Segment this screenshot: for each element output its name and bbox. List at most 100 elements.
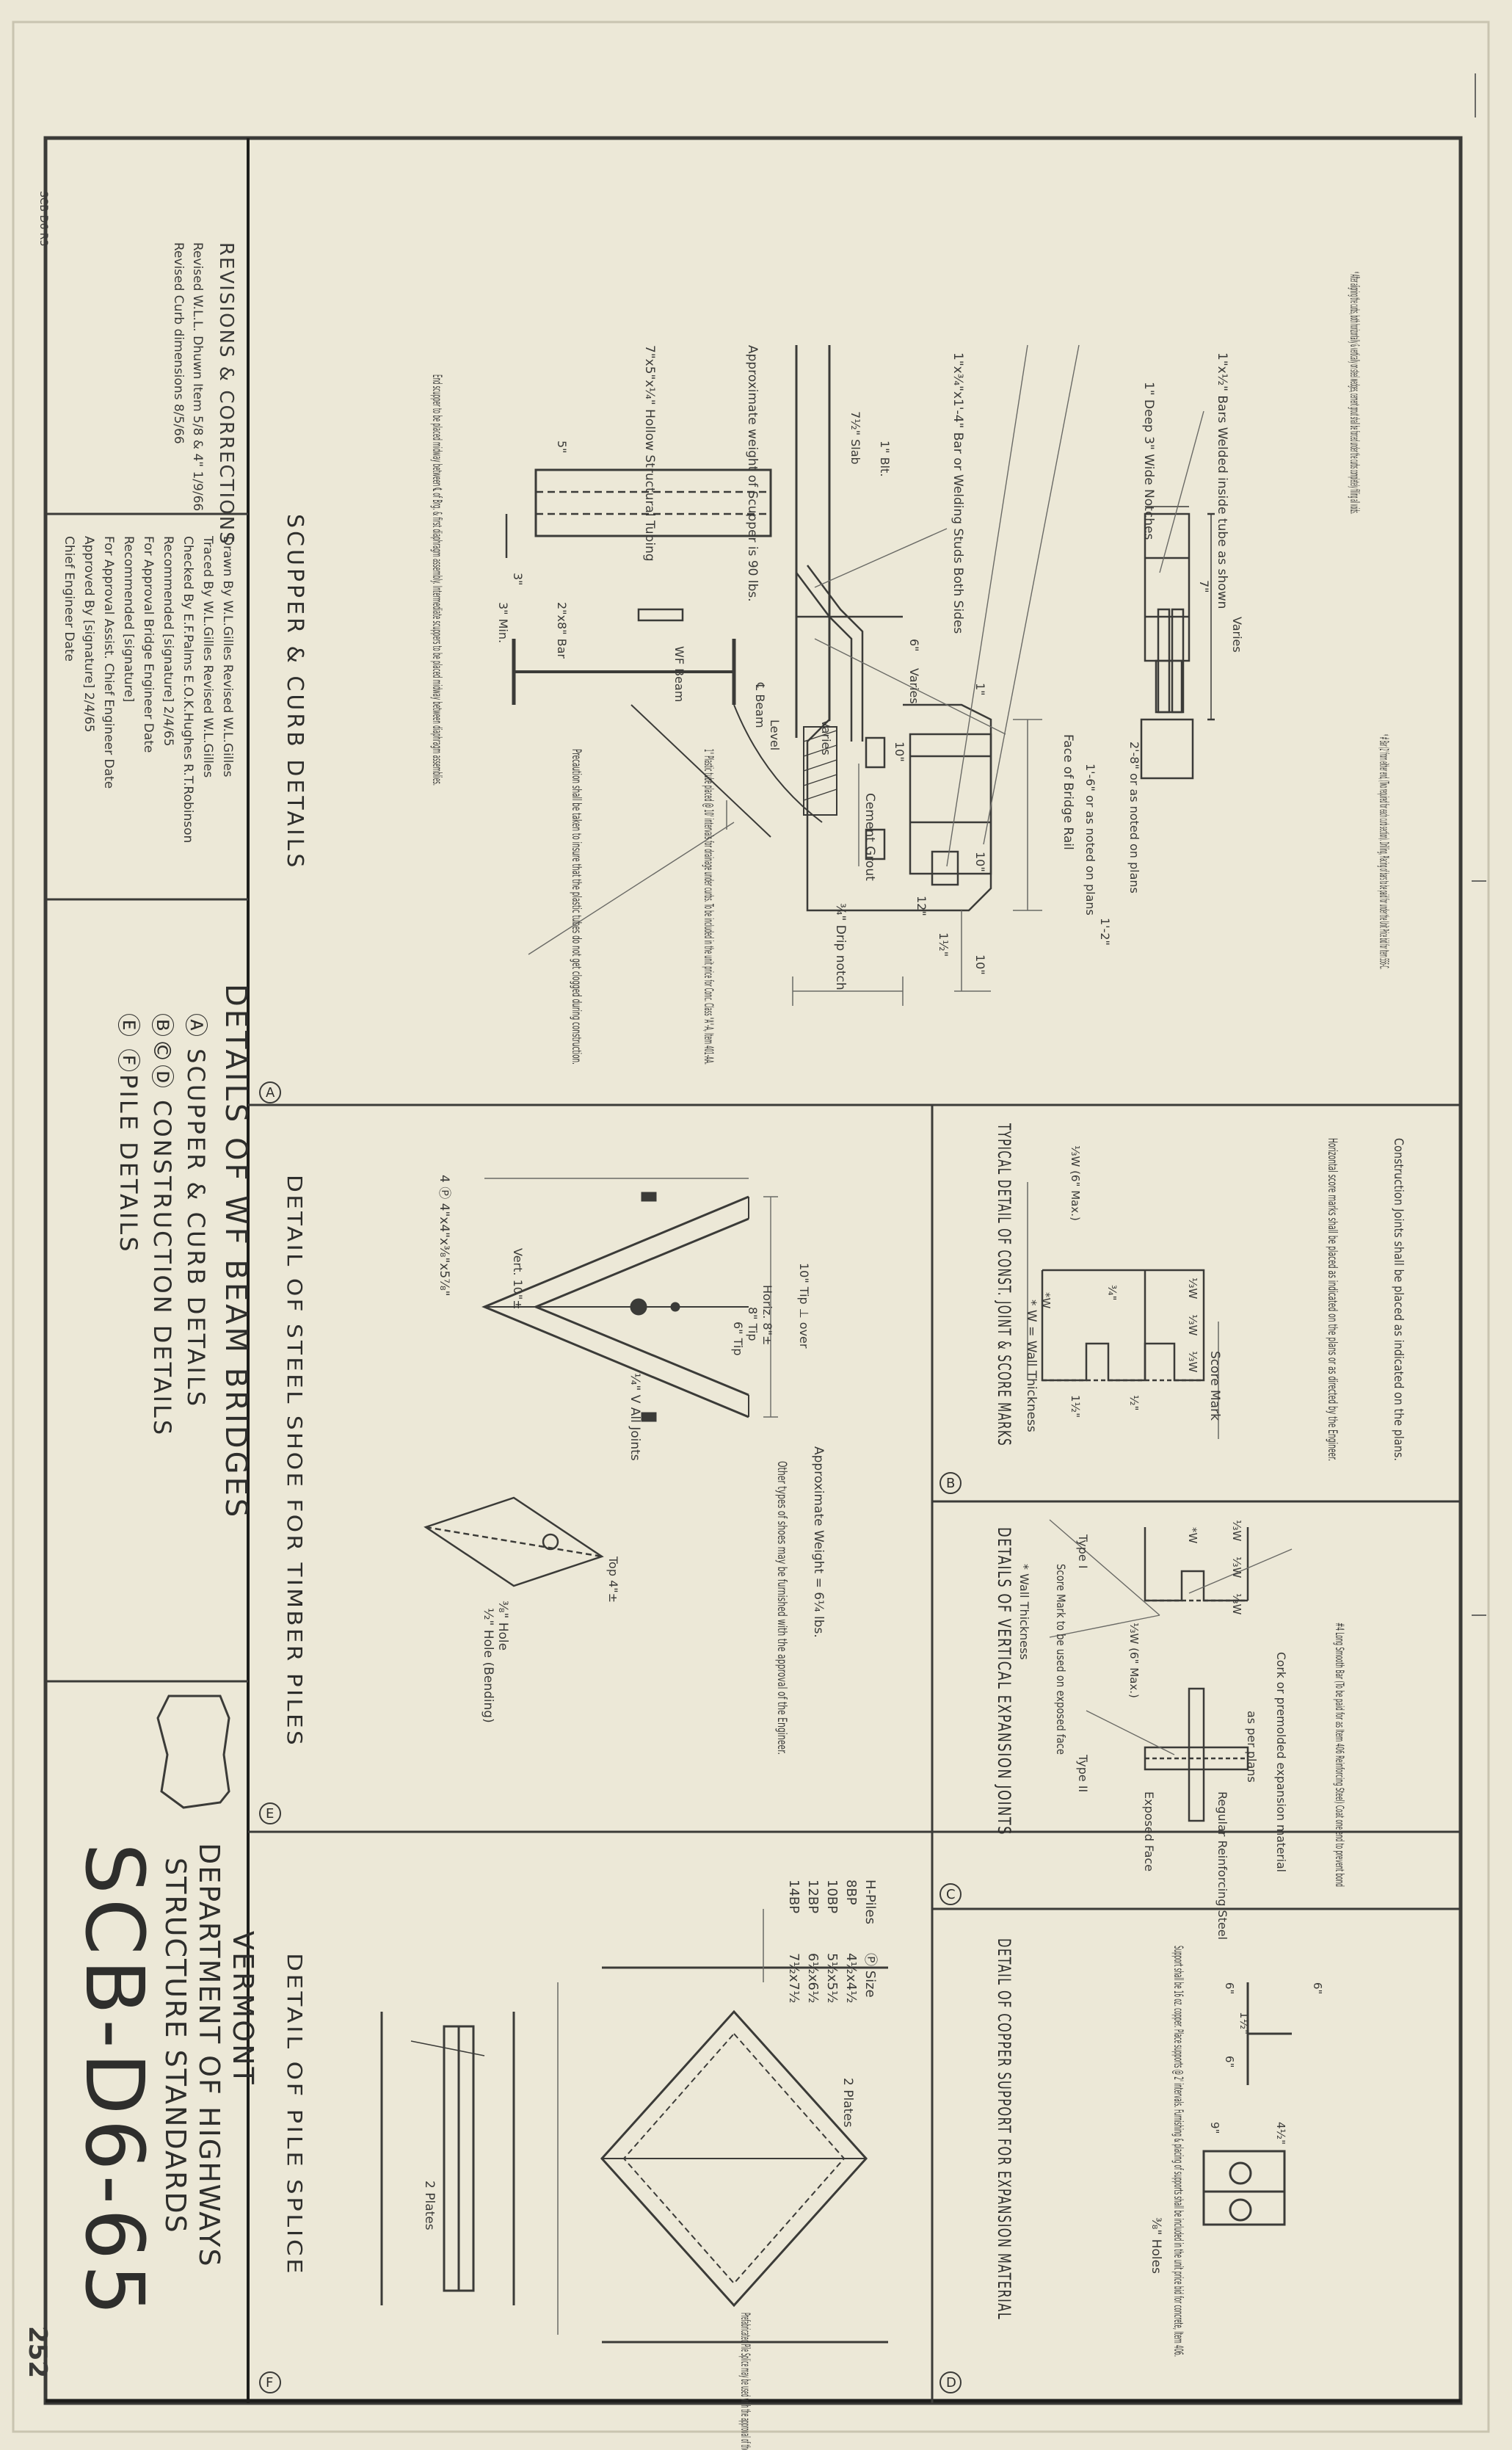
- precaution-note: Precaution shall be taken to insure that…: [569, 749, 584, 1065]
- agency-division: STRUCTURE STANDARDS: [159, 1858, 192, 2234]
- dim-label: ⅓W (6" Max.): [1127, 1623, 1141, 1698]
- dim-label: 6": [1223, 1982, 1236, 1994]
- end-scupper-note: End scupper to be placed midway between …: [429, 374, 444, 786]
- contents-line: Ⓐ SCUPPER & CURB DETAILS: [182, 1013, 210, 1408]
- dim-label: 10": [893, 742, 906, 762]
- panel-b-caption: TYPICAL DETAIL OF CONST. JOINT & SCORE M…: [994, 1123, 1014, 1446]
- agency-block: VERMONT DEPARTMENT OF HIGHWAYS STRUCTURE…: [159, 1843, 259, 2268]
- dim-label: 1" Blt.: [878, 441, 892, 476]
- vermont-outline-icon: [156, 1695, 230, 1809]
- pile-splice-elevation: [600, 1966, 888, 2344]
- curb-note-welding-studs: 1"x¾"x1'-4" Bar or Welding Studs Both Si…: [951, 352, 965, 634]
- splice-table-cell: 7½x7½: [786, 1953, 802, 2003]
- tubing-note: 7"x5"x¼" Hollow Structural Tubing: [642, 345, 657, 562]
- dim-label: 10": [973, 954, 987, 975]
- dim-label: 2'-8" or as noted on plans: [1127, 742, 1141, 894]
- curb-note-bars-welded: 1"x½" Bars Welded inside tube as shown: [1215, 352, 1229, 609]
- steel-shoe: [481, 1192, 749, 1422]
- dim-label: 1'-6" or as noted on plans: [1083, 764, 1097, 916]
- dim-label: WF Beam: [672, 646, 686, 702]
- dim-label: 6": [907, 639, 921, 652]
- signoff-line: For Approval Assist. Chief Engineer Date: [101, 536, 116, 789]
- splice-table-cell: 6½x6½: [805, 1953, 821, 2003]
- signoff-line: Traced By W.L.Gilles Revised W.L.Gilles: [200, 535, 215, 778]
- signoff-line: Checked By E.F.Palms E.O.K.Hughes R.T.Ro…: [181, 536, 195, 843]
- signoff-line: Approved By [signature] 2/4/65: [81, 536, 96, 733]
- panel-d: DETAIL OF COPPER SUPPORT FOR EXPANSION M…: [939, 1938, 1324, 2393]
- sheet-title-block: DETAILS OF WF BEAM BRIDGES Ⓐ SCUPPER & C…: [115, 984, 252, 1520]
- scupper-weight-note: Approximate weight of Scupper is 90 lbs.: [745, 345, 760, 602]
- panel-c-letter: C: [946, 1887, 956, 1902]
- dim-label: Horiz. 8"±: [760, 1285, 774, 1345]
- stamp-mark: SCB D6 R3: [37, 191, 49, 247]
- c-note-cork: Cork or premolded expansion material: [1274, 1652, 1288, 1872]
- revision-line: Revised Curb dimensions 8/5/66: [171, 242, 186, 444]
- panel-f: DETAIL OF PILE SPLICE F 2 Plates Prefabr…: [259, 1880, 888, 2450]
- splice-table-header: H-Piles: [862, 1880, 878, 1924]
- page-mark: 252: [23, 2326, 52, 2378]
- dim-label: 6": [1223, 2056, 1236, 2067]
- dim-label: 1'-2": [1098, 918, 1112, 946]
- dim-label: 5": [555, 441, 569, 454]
- dim-label: 9": [1208, 2122, 1221, 2134]
- panel-d-caption: DETAIL OF COPPER SUPPORT FOR EXPANSION M…: [994, 1938, 1014, 2320]
- dim-label: Varies: [1230, 617, 1244, 653]
- panel-d-letter: D: [946, 2375, 956, 2391]
- dim-label: ¾": [1105, 1285, 1119, 1300]
- splice-table-cell: 12BP: [805, 1880, 821, 1913]
- revision-line: Revised W.L.L. Dhuwn Item 5/8 & 4" 1/9/6…: [190, 242, 205, 511]
- revisions-heading: REVISIONS & CORRECTIONS: [215, 242, 237, 546]
- splice-table-cell: 10BP: [824, 1880, 840, 1913]
- sheet-title: DETAILS OF WF BEAM BRIDGES: [219, 984, 252, 1520]
- exposed-face-label: Exposed Face: [1142, 1791, 1156, 1871]
- wall-thickness-note: * W = Wall Thickness: [1024, 1300, 1039, 1432]
- curb-note-notches: 1" Deep 3" Wide Notches: [1141, 382, 1156, 540]
- dim-label: 4½": [1274, 2122, 1287, 2145]
- b-note-score: Horizontal score marks shall be placed a…: [1325, 1138, 1340, 1461]
- signoff-line: Recommended [signature]: [121, 536, 136, 702]
- dim-label: *W: [1186, 1527, 1199, 1544]
- d-note-copper: Support shall be 16 oz. copper. Place su…: [1171, 1946, 1185, 2357]
- splice-table-cell: 8BP: [843, 1880, 859, 1905]
- dim-label: 10" Tip ⊥ over: [797, 1263, 811, 1349]
- signoff-block: Drawn By W.L.Gilles Revised W.L.Gilles T…: [62, 535, 235, 843]
- dim-label: ⅓W: [1230, 1556, 1243, 1579]
- dim-label: 8" Tip: [746, 1307, 760, 1341]
- panel-a: SCUPPER & CURB DETAILS A: [259, 272, 1391, 1103]
- panel-a-caption: SCUPPER & CURB DETAILS: [282, 514, 308, 870]
- prefab-splice-note: Prefabricated Pile Splice may be used wi…: [738, 2313, 752, 2450]
- signoff-line: Recommended [signature] 2/4/65: [161, 536, 175, 747]
- dim-label: 6": [1311, 1982, 1324, 1994]
- score-mark-label: Score Mark: [1207, 1351, 1222, 1421]
- bar-drilling-note: * # Bar (2' from either end, (Two requir…: [1376, 734, 1391, 969]
- panel-c-caption: DETAILS OF VERTICAL EXPANSION JOINTS: [994, 1527, 1014, 1835]
- dim-label: ⅓W: [1230, 1520, 1243, 1542]
- dim-label: Varies: [907, 668, 921, 704]
- dim-label: ⅓W (6" Max.): [1069, 1145, 1082, 1221]
- c-score-note: Score Mark to be used on exposed face: [1054, 1564, 1068, 1755]
- reinforcing-label: Regular Reinforcing Steel: [1215, 1791, 1229, 1940]
- c-note-long-bar: #4 Long Smooth Bar (To be paid for as It…: [1333, 1623, 1347, 1887]
- dim-label: Vert. 10"±: [511, 1248, 525, 1310]
- panel-e-letter: E: [266, 1806, 274, 1822]
- panel-e: DETAIL OF STEEL SHOE FOR TIMBER PILES E: [259, 1175, 826, 1824]
- dim-label: ½": [1127, 1395, 1141, 1410]
- dim-label: ⅓W: [1186, 1277, 1199, 1300]
- agency-department: DEPARTMENT OF HIGHWAYS: [193, 1843, 225, 2268]
- contents-line: Ⓑ©Ⓓ CONSTRUCTION DETAILS: [148, 1013, 176, 1437]
- dim-label: 6" Tip: [731, 1322, 745, 1356]
- panel-e-caption: DETAIL OF STEEL SHOE FOR TIMBER PILES: [283, 1175, 307, 1747]
- panel-b: TYPICAL DETAIL OF CONST. JOINT & SCORE M…: [939, 1123, 1406, 1494]
- panel-f-letter: F: [266, 2375, 273, 2391]
- dim-label: 1½": [1069, 1395, 1082, 1418]
- c-wall-note: * Wall Thickness: [1017, 1564, 1031, 1660]
- dim-label: 3": [511, 573, 525, 586]
- splice-table-cell: 5½x5½: [824, 1953, 840, 2003]
- revisions-block: REVISIONS & CORRECTIONS Revised W.L.L. D…: [171, 242, 237, 546]
- splice-table-cell: 14BP: [786, 1880, 802, 1913]
- dim-label: ℄ Beam: [753, 682, 767, 728]
- two-plates-label: 2 Plates: [840, 2078, 855, 2128]
- agency-name: VERMONT: [227, 1931, 259, 2087]
